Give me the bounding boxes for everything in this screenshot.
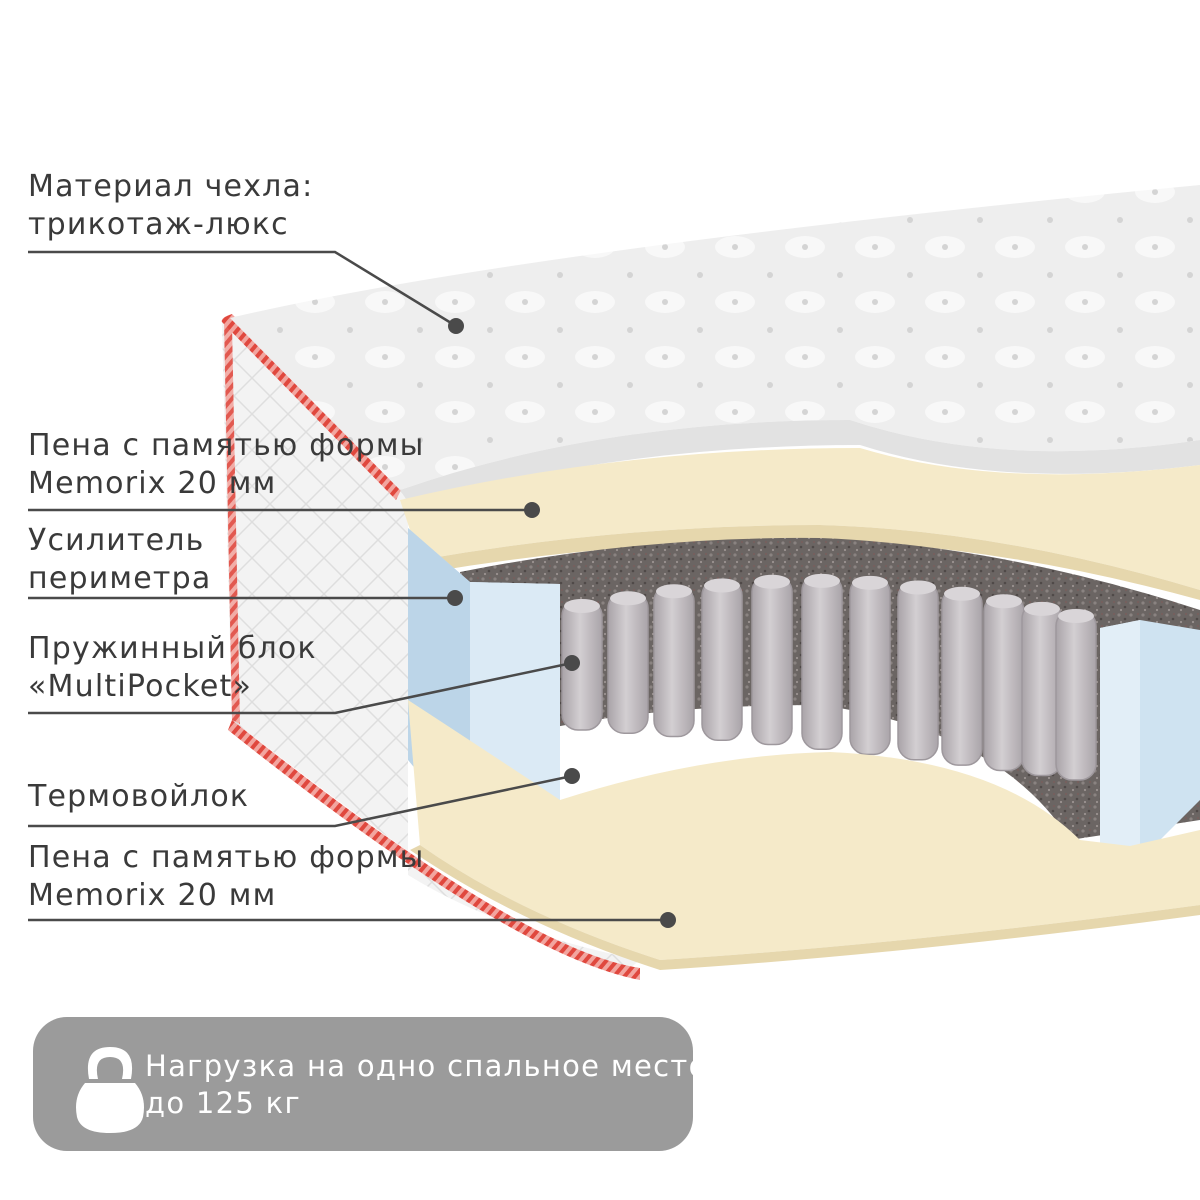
cover-layer xyxy=(230,185,1200,505)
load-badge: Нагрузка на одно спальное место: до 125 … xyxy=(33,1017,717,1151)
spring-pocket-top xyxy=(1058,609,1094,623)
label-cover: Материал чехла:трикотаж-люкс xyxy=(28,169,314,242)
leader-cover xyxy=(28,250,457,328)
spring-pocket-top xyxy=(852,575,888,590)
spring-pocket-top xyxy=(1024,601,1060,616)
memory-foam-top-layer xyxy=(400,448,1200,590)
spring-pocket xyxy=(897,580,939,761)
leader-lines xyxy=(28,250,668,922)
spring-pocket xyxy=(751,575,793,746)
spring-pocket-top xyxy=(704,578,740,593)
label-thermofelt: Термовойлок xyxy=(28,779,250,814)
load-badge-text: Нагрузка на одно спальное место: до 125 … xyxy=(145,1049,719,1120)
leader-spring xyxy=(28,661,573,715)
spring-pocket-top xyxy=(804,573,840,588)
spring-pocket xyxy=(941,587,983,766)
spring-pocket xyxy=(801,574,843,751)
mattress-side-wall xyxy=(221,314,640,980)
spring-pocket-top xyxy=(900,580,936,595)
spring-pocket-top xyxy=(564,599,600,613)
spring-pocket xyxy=(653,584,695,738)
spring-pocket xyxy=(983,594,1025,772)
memory-foam-bottom-layer xyxy=(408,700,1200,960)
spring-pocket xyxy=(1055,609,1097,781)
spring-pocket xyxy=(607,591,649,734)
spring-pocket-top xyxy=(944,586,980,601)
leader-thermofelt xyxy=(28,774,573,828)
spring-pocket-top xyxy=(986,594,1022,609)
kettlebell-icon xyxy=(76,1047,144,1133)
spring-pocket-top xyxy=(754,574,790,589)
spring-pocket xyxy=(849,576,891,756)
spring-pocket xyxy=(701,578,743,742)
spring-pocket-top xyxy=(610,591,646,606)
spring-pocket-top xyxy=(656,584,692,599)
spring-block-layer xyxy=(561,573,1097,781)
label-spring-block: Пружинный блок«MultiPocket» xyxy=(28,631,317,704)
leader-dots xyxy=(447,318,676,928)
